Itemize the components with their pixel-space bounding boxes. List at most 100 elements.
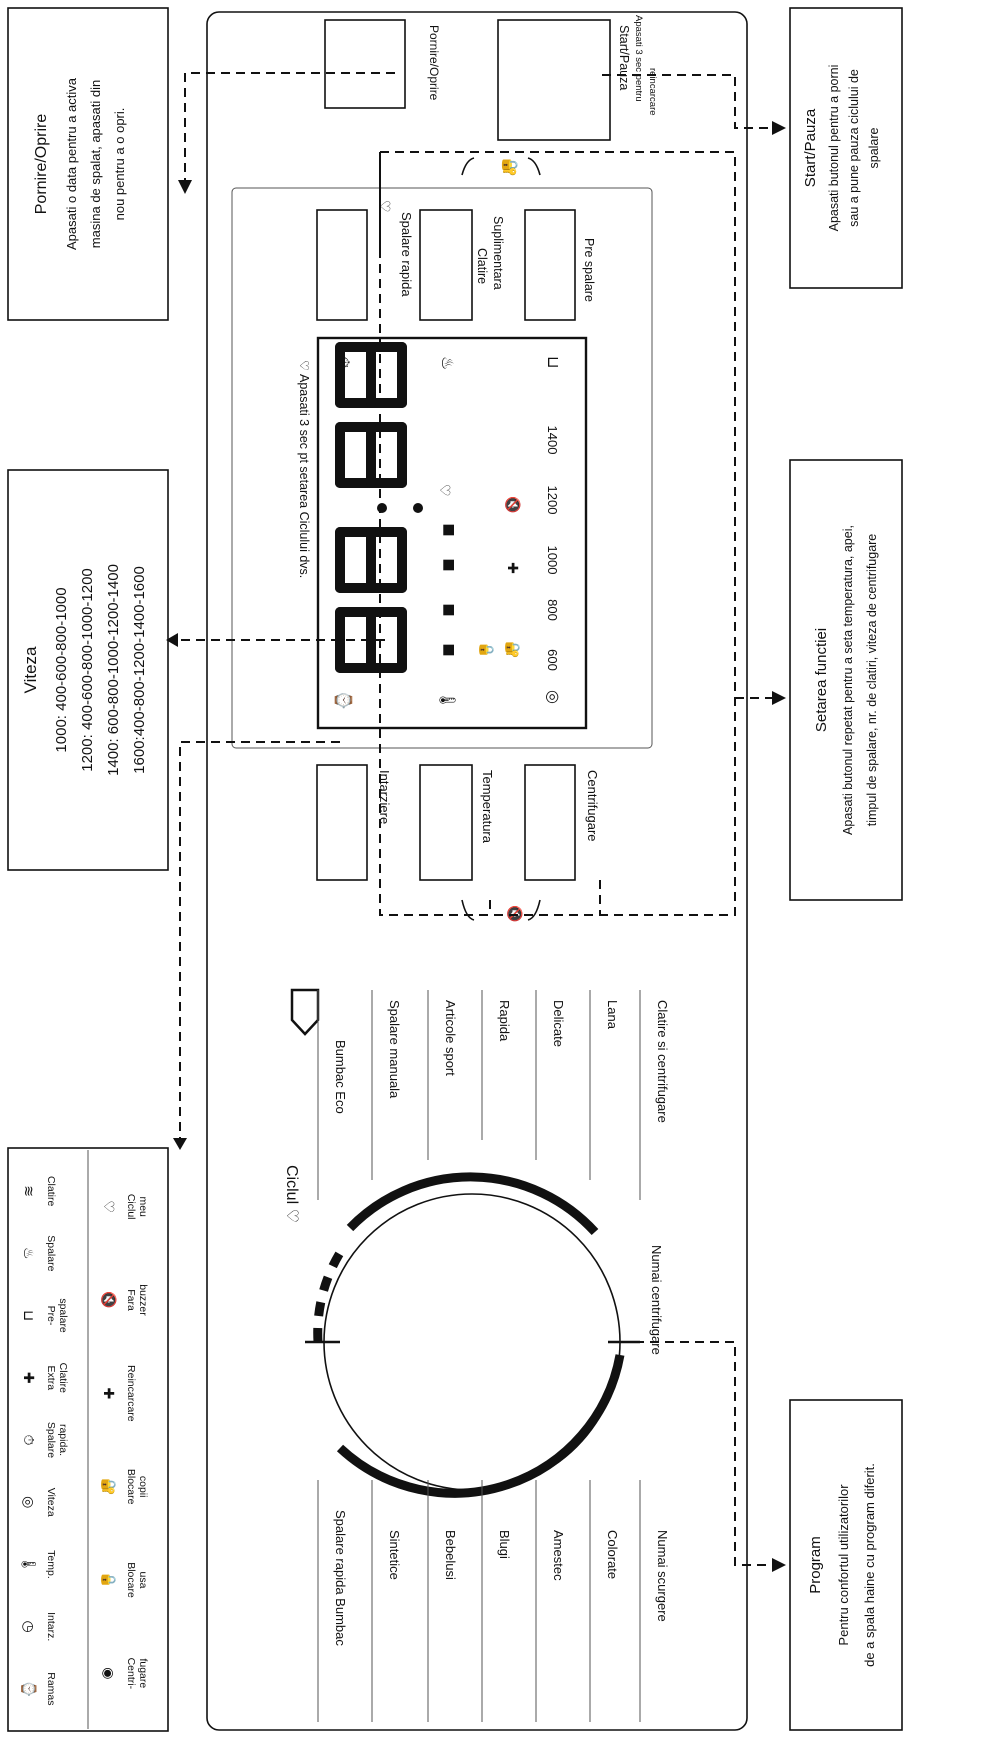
start-button-note: Apasati 3 sec pentru [633,15,644,102]
program-label[interactable]: Bebelusi [443,1530,458,1580]
start-callout-line-3: spalare [867,127,881,168]
lcd-status-icons: 🔒🔐✚🔇■■■■ [441,496,521,658]
delay-button[interactable] [316,764,368,881]
spin-button[interactable] [524,764,576,881]
legend-label: buzzer [137,1284,149,1316]
program-label[interactable]: Spalare manuala [387,1000,402,1099]
leader-lines [166,72,786,1572]
power-callout-box [7,7,169,321]
legend-label: Temp. [45,1550,57,1579]
program-label[interactable]: Articole sport [443,1000,458,1076]
speed-callout-box [7,469,169,871]
lcd-hint: ♡ Apasati 3 sec pt setarea Ciclului dvs. [297,360,311,578]
settings-callout-line-1: Apasati butonul repetat pentru a seta te… [841,525,855,835]
program-label[interactable]: Rapida [497,1000,512,1042]
program-label[interactable]: Numai scurgere [655,1530,670,1622]
spin-label: Centrifugare [585,770,600,842]
display-module [231,187,653,749]
legend-label: copii [137,1476,149,1498]
door-lock-icon: 🔒 [100,1571,116,1588]
start-callout-title: Start/Pauza [802,108,819,187]
child-lock-icon: 🔐 [100,1478,116,1495]
program-callout-box [789,1399,903,1731]
lcd-colon-dot [377,503,387,513]
power-callout-title: Pornire/Oprire [33,114,50,215]
speed-value: 600 [545,649,560,671]
speed-callout-line-1: 1000: 400-600-800-1000 [53,587,70,752]
program-label[interactable]: Spalare rapida Bumbac [333,1510,348,1646]
dial-bottom-label: Numai centrifugare [649,1245,664,1355]
legend-label: Fara [125,1289,137,1311]
program-label[interactable]: Delicate [551,1000,566,1047]
spin-icon: ◎ [20,1496,36,1508]
legend-box [7,1147,169,1732]
thermometer-icon: 🌡 [20,1556,36,1574]
legend-label: usa [137,1572,149,1589]
program-label[interactable]: Colorate [605,1530,620,1579]
quick-wash-icon: ⏱ [20,1435,36,1446]
settings-callout-title: Setarea functiei [813,628,830,732]
quick-wash-button[interactable] [419,209,473,321]
delay-clock-icon: ◷ [20,1621,36,1633]
legend-label: Clatire [45,1176,57,1207]
wash-box-icon: ■ [441,603,457,616]
heart-icon: ♡ [376,200,392,213]
remaining-time-icon: ⌚ [334,690,353,710]
legend-label: Pre- [45,1306,57,1326]
remaining-time-icon: ⌚ [20,1680,37,1697]
prewash-button[interactable] [524,209,576,321]
program-label[interactable]: Clatire si centrifugare [655,1000,670,1123]
prewash-icon: ⊔ [544,356,563,368]
power-button[interactable] [324,19,406,109]
legend-label: Blocare [125,1469,137,1505]
my-cycle-button[interactable] [316,209,368,321]
lcd-colon-dot [413,503,423,513]
legend-label: meu [137,1196,149,1217]
program-label[interactable]: Bumbac Eco [333,1040,348,1114]
extra-rinse-label-1: Clatire [475,248,489,284]
temperature-button[interactable] [419,764,473,881]
power-button-label: Pornire/Oprire [427,25,441,101]
legend-label: Ramas [45,1672,57,1705]
dial-title: Ciclul ♡ [283,1165,300,1223]
legend-label: Spalare [45,1235,57,1271]
start-pause-button[interactable] [497,19,611,141]
legend-label: Reincarcare [125,1365,137,1422]
temperature-label: Temperatura [480,770,495,844]
legend-label: Viteza [45,1488,57,1517]
dial-ring-bottom [336,1354,625,1498]
door-lock-icon: 🔒 [478,641,494,658]
child-lock-icon: 🔐 [501,158,519,177]
lcd-digit [335,342,407,408]
program-label[interactable]: Amestec [551,1530,566,1581]
legend-label: Extra [45,1366,57,1391]
speed-callout-title: Viteza [21,646,40,693]
program-label[interactable]: Lana [605,1000,620,1030]
settings-callout-box [789,459,903,901]
lcd-digits [335,342,423,673]
mute-icon: 🔇 [504,496,521,513]
centrifuge-icon: ◉ [100,1667,116,1679]
wash-icon: ♨ [20,1247,36,1260]
reload-icon: ✚ [100,1387,116,1399]
mute-icon: 🔇 [506,905,523,922]
legend-label: rapida. [57,1424,69,1456]
prewash-icon: ⊔ [20,1310,36,1321]
legend-label: Intarz. [45,1612,57,1641]
control-panel [206,11,748,1731]
mute-icon: 🔇 [100,1291,117,1308]
rinse-box-icon: ■ [441,558,457,571]
start-callout-line-2: sau a pune pauza ciclului de [847,69,861,227]
mute-bracket [461,899,541,921]
quick-wash-label: Spalare rapida [399,212,414,297]
speed-callout-line-3: 1400: 600-800-1000-1200-1400 [105,564,122,776]
start-button-note-2: reincarcare [647,68,658,116]
spin-box-icon: ■ [441,523,457,536]
legend-label: Ciclul [125,1194,137,1220]
program-callout-title: Program [807,1536,824,1594]
program-callout-line-1: Pentru confortul utilizatorilor [836,1484,851,1646]
legend-label: Clatire [57,1363,69,1394]
program-label[interactable]: Blugi [497,1530,512,1559]
program-label[interactable]: Sintetice [387,1530,402,1580]
